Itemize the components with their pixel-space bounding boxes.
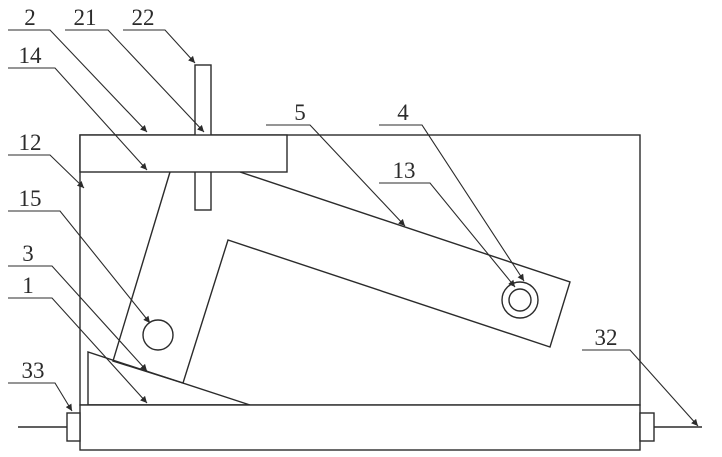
callout-5: 5 [294,100,306,125]
callout-4: 4 [397,100,409,125]
callout-13: 13 [393,158,416,183]
leader-12 [8,155,84,188]
leader-33 [8,383,72,411]
callout-32: 32 [595,325,618,350]
callout-33: 33 [22,358,45,383]
left-end-cap [67,413,80,441]
callout-14: 14 [19,43,43,68]
callout-22: 22 [132,5,155,30]
callout-2: 2 [24,5,36,30]
callout-15: 15 [19,186,42,211]
housing-outline [80,135,640,405]
callout-12: 12 [19,130,42,155]
callout-3: 3 [22,241,34,266]
top-plate [80,135,287,172]
base-roller [80,405,640,450]
right-end-cap [640,413,654,441]
callout-1: 1 [22,273,34,298]
callout-21: 21 [74,5,97,30]
leader-21 [65,30,204,132]
